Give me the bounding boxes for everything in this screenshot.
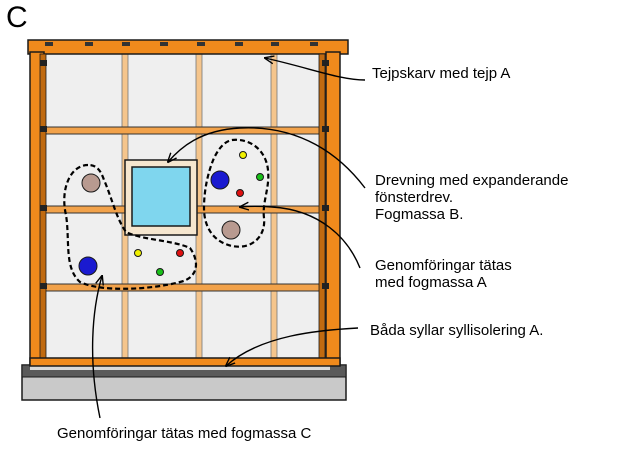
leader-lines bbox=[91, 58, 366, 419]
label-penetrations-c: Genomföringar tätas med fogmassa C bbox=[57, 425, 312, 442]
pipe-green-right bbox=[256, 173, 264, 181]
label-penetrations-a-line2: med fogmassa A bbox=[375, 274, 487, 291]
label-sill: Båda syllar syllisolering A. bbox=[370, 322, 544, 339]
panel-letter: C bbox=[6, 1, 28, 34]
pipe-red-right bbox=[236, 189, 244, 197]
label-window-line3: Fogmassa B. bbox=[375, 206, 464, 223]
window bbox=[124, 159, 198, 236]
pipe-blue-right bbox=[210, 170, 230, 190]
top-plate bbox=[27, 39, 349, 55]
foundation bbox=[21, 364, 347, 401]
label-window-line1: Drevning med expanderande bbox=[375, 172, 569, 189]
corner-posts bbox=[29, 51, 341, 365]
pipe-yellow-right bbox=[239, 151, 247, 159]
pipe-yellow-left bbox=[134, 249, 142, 257]
pipe-blue-left bbox=[78, 256, 98, 276]
pipe-gray-right bbox=[221, 220, 241, 240]
pipe-penetrations bbox=[78, 151, 264, 276]
bottom-sill bbox=[29, 357, 341, 367]
label-window-line2: fönsterdrev. bbox=[375, 189, 454, 206]
pipe-gray-left bbox=[81, 173, 101, 193]
penetration-area-right bbox=[202, 138, 270, 248]
label-penetrations-a-line1: Genomföringar tätas bbox=[375, 257, 512, 274]
pipe-red-left bbox=[176, 249, 184, 257]
penetration-area-left bbox=[63, 163, 198, 290]
pipe-green-left bbox=[156, 268, 164, 276]
label-tape-joint: Tejpskarv med tejp A bbox=[372, 65, 511, 82]
